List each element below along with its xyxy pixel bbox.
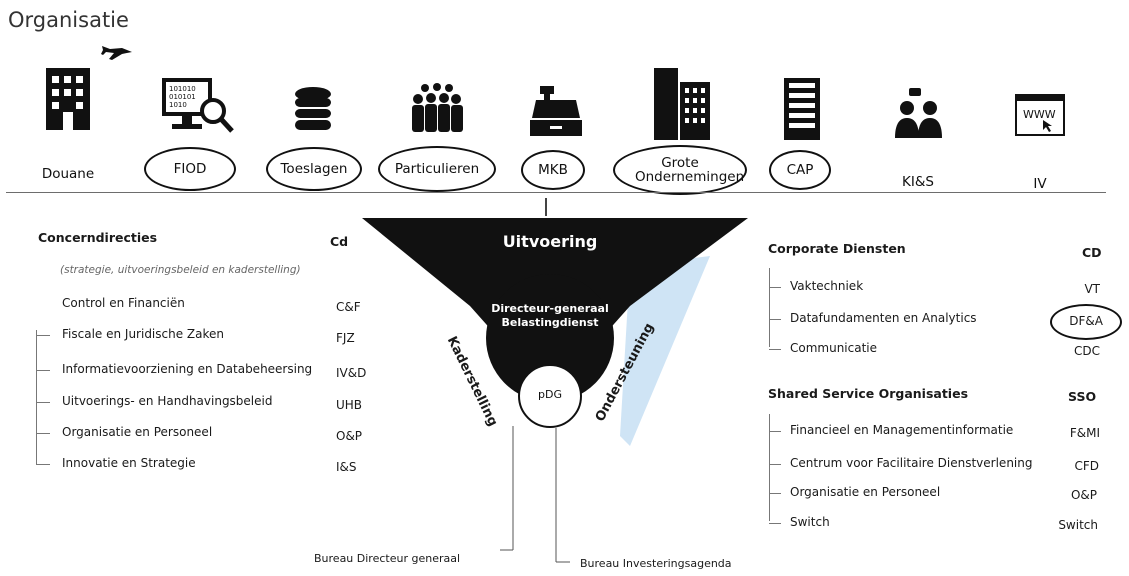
right_sso-item: Financieel en Managementinformatie xyxy=(790,423,1014,437)
tree-branch xyxy=(36,370,50,371)
concerndirectie-item: Organisatie en Personeel xyxy=(62,425,213,439)
tree-connector-sso xyxy=(769,414,770,521)
concerndirectie-abbr: FJZ xyxy=(336,331,355,345)
right_sso-abbr: F&MI xyxy=(1069,426,1100,440)
cash-register-icon xyxy=(530,86,582,136)
unit-label: KI&S xyxy=(902,174,934,190)
tree-branch xyxy=(36,464,50,465)
office-towers-icon xyxy=(654,68,710,140)
funnel-top-label: Uitvoering xyxy=(502,232,598,251)
unit-oval-3: Particulieren xyxy=(378,146,496,192)
unit-label: Grote Ondernemingen xyxy=(635,154,745,185)
concerndirectie-abbr: IV&D xyxy=(336,366,367,380)
concerndirecties-abbr: Cd xyxy=(330,234,349,249)
pdg-label: pDG xyxy=(538,388,562,401)
concerndirecties-header: Concerndirecties xyxy=(38,230,158,245)
right_sso-item: Switch xyxy=(790,515,830,529)
bureau-investering-label: Bureau Investeringsagenda xyxy=(580,557,732,570)
unit-label: FIOD xyxy=(173,160,207,177)
bureau-dg-label: Bureau Directeur generaal xyxy=(314,552,461,565)
svg-text:1010: 1010 xyxy=(169,101,187,109)
corporate-diensten-header: Corporate Diensten xyxy=(768,241,906,256)
concerndirectie-item: Control en Financiën xyxy=(62,296,185,310)
concerndirectie-abbr: C&F xyxy=(336,300,361,314)
tree-branch xyxy=(769,431,781,432)
concerndirectie-abbr: UHB xyxy=(336,398,363,412)
right_sso-abbr: CFD xyxy=(1074,459,1099,473)
divider xyxy=(6,192,1106,193)
tree-branch xyxy=(36,335,50,336)
unit-label: IV xyxy=(1033,176,1047,192)
right_sso-abbr: Switch xyxy=(1058,518,1098,532)
server-icon xyxy=(784,78,820,140)
right_cd-abbr: VT xyxy=(1084,282,1100,296)
unit-oval-1: FIOD xyxy=(144,147,236,191)
svg-text:010101: 010101 xyxy=(169,93,196,101)
concerndirecties-subtitle: (strategie, uitvoeringsbeleid en kaderst… xyxy=(60,264,301,276)
browser-www-icon: WWW xyxy=(1015,94,1065,136)
unit-oval-4: MKB xyxy=(521,150,585,190)
sso-abbr: SSO xyxy=(1068,389,1097,404)
unit-label: CAP xyxy=(786,161,814,178)
unit-oval-2: Toeslagen xyxy=(266,147,362,191)
tree-branch xyxy=(769,319,781,320)
svg-text:WWW: WWW xyxy=(1023,108,1056,121)
tree-branch xyxy=(769,464,781,465)
tree-connector-cd xyxy=(769,268,770,347)
tree-branch xyxy=(36,402,50,403)
unit-label: Particulieren xyxy=(394,160,480,177)
computer-search-icon: 101010 010101 1010 xyxy=(162,78,234,133)
concerndirectie-abbr: O&P xyxy=(336,429,363,443)
right_sso-item: Centrum voor Facilitaire Dienstverlening xyxy=(790,456,1033,470)
page-title: Organisatie xyxy=(8,8,129,32)
pdg-circle xyxy=(518,364,582,428)
people-chat-icon xyxy=(895,88,942,138)
right_cd-item: Communicatie xyxy=(790,341,878,355)
funnel-diagram xyxy=(362,198,748,563)
airplane-icon xyxy=(101,46,132,60)
concerndirectie-abbr: I&S xyxy=(336,460,357,474)
corporate-diensten-abbr: CD xyxy=(1082,245,1102,260)
concerndirectie-item: Fiscale en Juridische Zaken xyxy=(62,327,224,341)
right_cd-abbr: CDC xyxy=(1074,344,1100,358)
sso-header: Shared Service Organisaties xyxy=(768,386,969,401)
people-group-icon xyxy=(412,83,463,132)
support-shading xyxy=(620,256,710,446)
building-icon xyxy=(46,68,90,130)
concerndirectie-item: Uitvoerings- en Handhavingsbeleid xyxy=(62,394,273,408)
svg-text:101010: 101010 xyxy=(169,85,196,93)
unit-label: Toeslagen xyxy=(280,160,348,177)
tree-branch xyxy=(36,433,50,434)
tree-branch xyxy=(769,349,781,350)
tree-branch xyxy=(769,523,781,524)
dg-circle xyxy=(486,274,614,402)
right_cd-item: Vaktechniek xyxy=(790,279,864,293)
unit-label: MKB xyxy=(538,161,568,178)
tree-branch xyxy=(769,493,781,494)
concerndirectie-item: Innovatie en Strategie xyxy=(62,456,196,470)
unit-oval-6: CAP xyxy=(769,150,831,190)
concerndirectie-item: Informatievoorziening en Databeheersing xyxy=(62,362,313,376)
coin-stack-icon xyxy=(295,87,331,130)
unit-label: Douane xyxy=(41,166,95,182)
tree-connector-left xyxy=(36,330,37,464)
right_sso-item: Organisatie en Personeel xyxy=(790,485,941,499)
dg-label: Directeur-generaal Belastingdienst xyxy=(491,302,609,329)
unit-oval-5: Grote Ondernemingen xyxy=(613,145,747,195)
right_cd-item: Datafundamenten en Analytics xyxy=(790,311,977,325)
right_sso-abbr: O&P xyxy=(1070,488,1097,502)
tree-branch xyxy=(769,287,781,288)
dfa-highlight-oval xyxy=(1050,304,1122,340)
